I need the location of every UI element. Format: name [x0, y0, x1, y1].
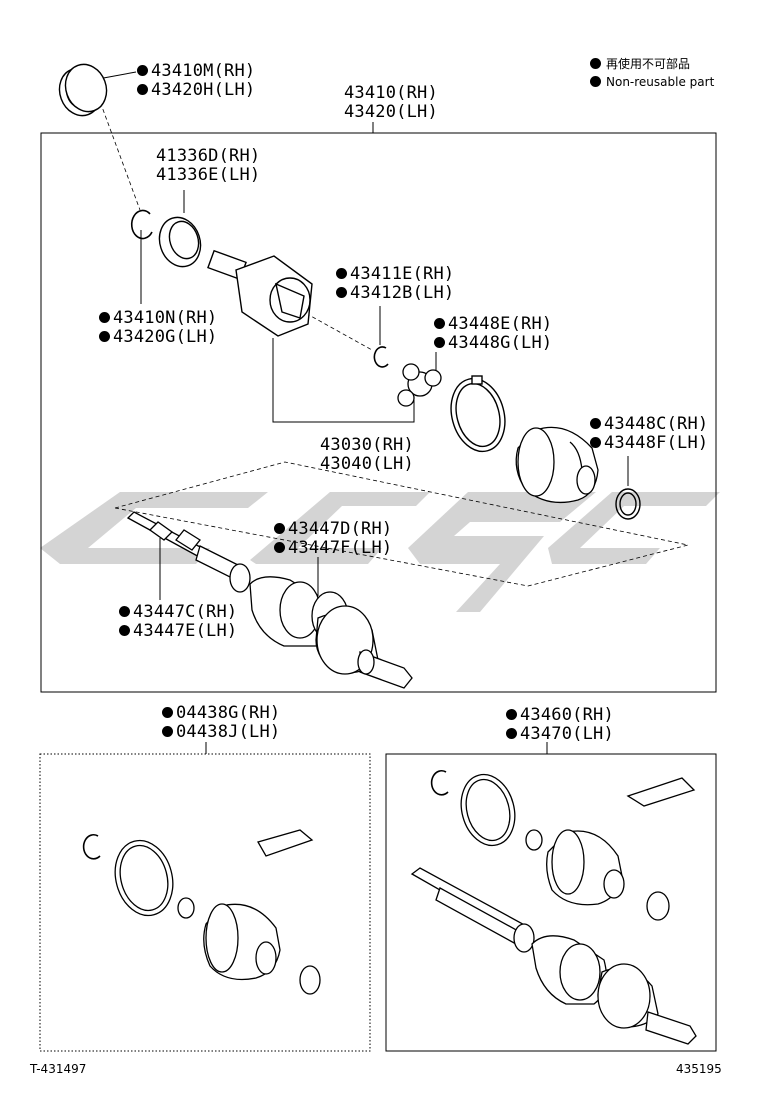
part-label-snap-ring-inner: 43411E(RH) 43412B(LH)	[336, 265, 454, 303]
drive-shaft-main	[126, 511, 413, 689]
outboard-kit-frame	[385, 753, 717, 1052]
non-reusable-dot-icon	[590, 58, 601, 69]
oil-seal	[58, 63, 108, 117]
part-label-boot-clamp-small: 43448C(RH) 43448F(LH)	[590, 415, 708, 453]
dashed-guides	[97, 95, 689, 587]
part-label-boot-kit-outboard: 43460(RH) 43470(LH)	[506, 706, 614, 744]
part-label-inboard-joint: 43030(RH) 43040(LH)	[320, 435, 414, 474]
outboard-kit-parts	[410, 769, 697, 1045]
boot-clamp-large	[450, 375, 506, 453]
part-label-oil-seal: 43410M(RH) 43420H(LH)	[137, 62, 255, 100]
part-label-outer-clamp-small: 43447C(RH) 43447E(LH)	[119, 603, 237, 641]
part-label-boot-kit-inboard: 04438G(RH) 04438J(LH)	[162, 704, 280, 742]
part-label-outer-clamp-large: 43447D(RH) 43447F(LH)	[274, 520, 392, 558]
main-assembly-frame	[40, 132, 717, 693]
boot-clamp-small	[615, 488, 641, 520]
inboard-joint-housing	[207, 249, 313, 337]
part-label-bearing: 41336D(RH) 41336E(LH)	[156, 146, 261, 185]
part-label-boot-clamp-large: 43448E(RH) 43448G(LH)	[434, 315, 552, 353]
inboard-kit-parts	[82, 829, 321, 995]
part-label-snap-ring-outer: 43410N(RH) 43420G(LH)	[99, 309, 217, 347]
part-label-assembly: 43410(RH) 43420(LH)	[344, 83, 438, 122]
inboard-boot	[515, 426, 599, 504]
footer-left-code: T-431497	[30, 1062, 87, 1076]
snap-ring-outer	[130, 209, 153, 240]
bearing	[158, 216, 202, 268]
snap-ring-inner	[373, 346, 389, 368]
legend-en: Non-reusable part	[590, 73, 714, 91]
tripod-joint	[397, 363, 442, 407]
legend-jp: 再使用不可部品	[590, 55, 714, 73]
inboard-kit-frame	[39, 753, 371, 1052]
footer-right-code: 435195	[676, 1062, 722, 1076]
non-reusable-dot-icon	[590, 76, 601, 87]
leader-lines	[97, 71, 629, 754]
legend: 再使用不可部品 Non-reusable part	[590, 55, 714, 91]
